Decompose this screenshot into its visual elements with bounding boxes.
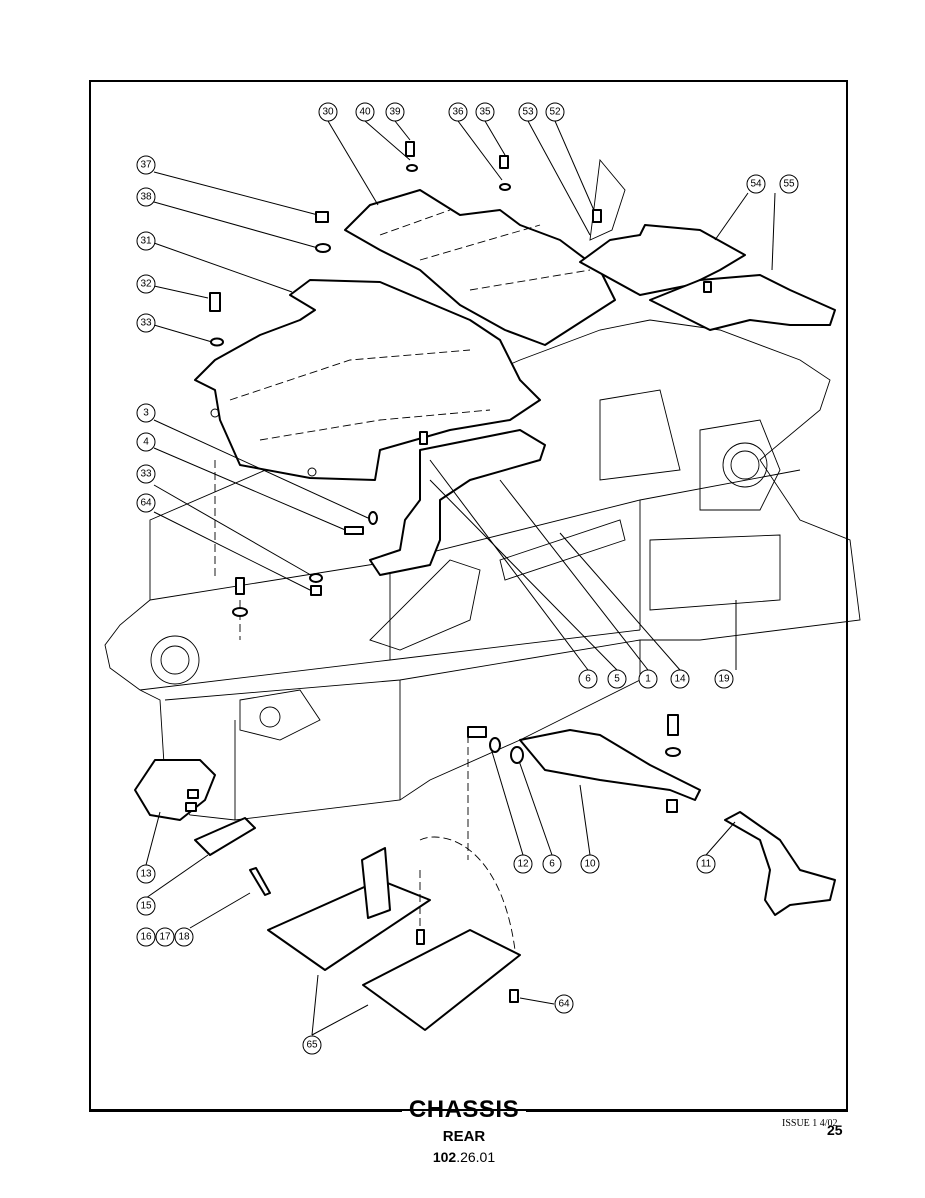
document-number-suffix: .26.01 — [456, 1149, 496, 1165]
svg-text:65: 65 — [306, 1040, 318, 1051]
callout-53: 53 — [518, 102, 538, 122]
svg-text:6: 6 — [549, 859, 555, 870]
svg-text:6: 6 — [585, 674, 591, 685]
callout-31: 31 — [136, 231, 156, 251]
callout-4: 4 — [136, 432, 156, 452]
plate-65-upper — [267, 847, 431, 971]
svg-text:11: 11 — [701, 859, 712, 870]
sleeve-15 — [194, 817, 256, 856]
leader-lines — [145, 120, 776, 1036]
svg-text:15: 15 — [140, 901, 152, 912]
issue-label: ISSUE 1 4/02 — [782, 1118, 838, 1129]
callout-3: 3 — [136, 403, 156, 423]
callout-19: 19 — [714, 669, 734, 689]
callout-36: 36 — [448, 102, 468, 122]
callout-64b: 64 — [554, 994, 574, 1014]
svg-text:33: 33 — [140, 469, 152, 480]
svg-text:54: 54 — [750, 179, 762, 190]
callout-32: 32 — [136, 274, 156, 294]
callout-18: 18 — [174, 927, 194, 947]
document-number: 102.26.01 — [402, 1149, 526, 1165]
plate-65-lower — [362, 929, 521, 1031]
callout-5: 5 — [607, 669, 627, 689]
page-number: 25 — [827, 1122, 843, 1138]
callout-37: 37 — [136, 155, 156, 175]
bracket-11 — [724, 811, 836, 916]
callout-35: 35 — [475, 102, 495, 122]
svg-text:10: 10 — [584, 859, 596, 870]
title-rule-right — [526, 1110, 848, 1112]
cover-plate-31 — [194, 279, 541, 481]
callout-12: 12 — [513, 854, 533, 874]
callout-30: 30 — [318, 102, 338, 122]
callout-6: 6 — [578, 669, 598, 689]
callout-39: 39 — [385, 102, 405, 122]
bracket-1-5-6 — [369, 429, 546, 576]
callout-55: 55 — [779, 174, 799, 194]
svg-text:1: 1 — [645, 674, 651, 685]
bracket-13 — [134, 759, 216, 821]
document-number-prefix: 102 — [432, 1149, 457, 1165]
svg-text:18: 18 — [178, 932, 190, 943]
chassis-frame-outline — [104, 319, 861, 821]
svg-text:53: 53 — [522, 107, 534, 118]
svg-text:19: 19 — [718, 674, 730, 685]
page-subtitle: REAR — [442, 1128, 486, 1145]
callout-52: 52 — [545, 102, 565, 122]
svg-text:38: 38 — [140, 192, 152, 203]
callout-40: 40 — [355, 102, 375, 122]
callout-16: 16 — [136, 927, 156, 947]
svg-text:5: 5 — [614, 674, 620, 685]
callout-11: 11 — [696, 854, 716, 874]
svg-text:4: 4 — [143, 437, 149, 448]
callout-65: 65 — [302, 1035, 322, 1055]
svg-text:40: 40 — [359, 107, 371, 118]
callout-33: 33 — [136, 313, 156, 333]
svg-text:14: 14 — [674, 674, 686, 685]
svg-text:64: 64 — [558, 999, 570, 1010]
plate-10 — [519, 729, 701, 801]
svg-text:13: 13 — [140, 869, 152, 880]
callout-54: 54 — [746, 174, 766, 194]
callout-14: 14 — [670, 669, 690, 689]
svg-text:12: 12 — [517, 859, 529, 870]
callout-6b: 6 — [542, 854, 562, 874]
callout-64: 64 — [136, 493, 156, 513]
page-title: CHASSIS — [408, 1096, 520, 1123]
svg-text:17: 17 — [159, 932, 171, 943]
callout-balloons: 30 40 39 36 35 53 52 54 55 37 38 31 32 3… — [136, 102, 799, 1055]
callout-33b: 33 — [136, 464, 156, 484]
svg-text:55: 55 — [783, 179, 795, 190]
svg-text:52: 52 — [549, 107, 561, 118]
callout-10: 10 — [580, 854, 600, 874]
svg-text:36: 36 — [452, 107, 464, 118]
callout-13: 13 — [136, 864, 156, 884]
svg-text:35: 35 — [479, 107, 491, 118]
callout-17: 17 — [155, 927, 175, 947]
drawing-frame — [89, 80, 848, 1111]
svg-text:37: 37 — [140, 160, 152, 171]
fastener-icons — [185, 141, 712, 1003]
svg-text:33: 33 — [140, 318, 152, 329]
bolt-18 — [249, 867, 271, 896]
callout-1: 1 — [638, 669, 658, 689]
svg-text:31: 31 — [140, 236, 152, 247]
svg-text:64: 64 — [140, 498, 152, 509]
svg-text:32: 32 — [140, 279, 152, 290]
callout-15: 15 — [136, 896, 156, 916]
svg-text:3: 3 — [143, 408, 149, 419]
svg-text:39: 39 — [389, 107, 401, 118]
callout-38: 38 — [136, 187, 156, 207]
svg-text:16: 16 — [140, 932, 152, 943]
title-rule-left — [89, 1110, 402, 1112]
svg-text:30: 30 — [322, 107, 334, 118]
